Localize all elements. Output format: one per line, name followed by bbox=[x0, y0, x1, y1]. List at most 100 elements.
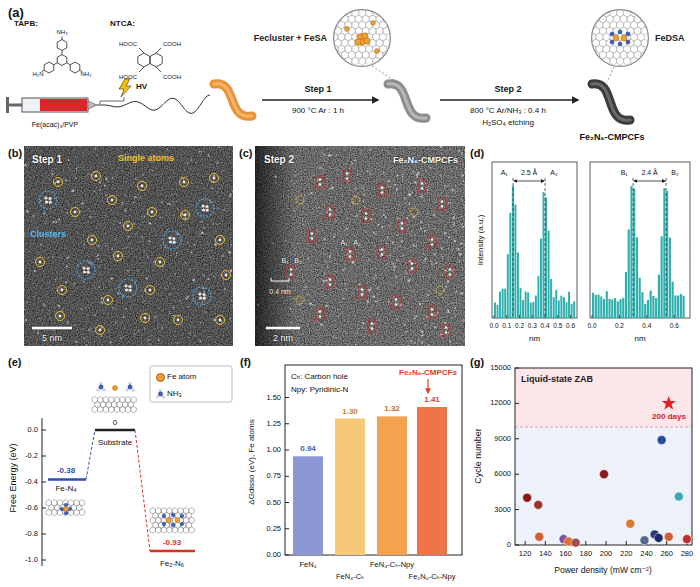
atom-speck bbox=[349, 190, 350, 191]
bar-value-box: 1.30 bbox=[342, 408, 358, 416]
atom-speck bbox=[352, 261, 355, 264]
tick-mark bbox=[606, 541, 607, 545]
fe-atom-bright bbox=[431, 243, 434, 246]
atom-speck bbox=[224, 288, 226, 290]
atom-speck bbox=[94, 148, 96, 150]
atom-speck bbox=[333, 236, 335, 238]
atom-speck bbox=[217, 224, 218, 225]
histogram-bar bbox=[527, 293, 529, 318]
fe-atom-bright bbox=[319, 315, 322, 318]
tick-label-box: 0.4 bbox=[642, 323, 651, 330]
tick-label: 240 bbox=[640, 549, 653, 558]
fe-atom bbox=[175, 518, 180, 523]
histogram-bar bbox=[502, 289, 504, 318]
atom-speck bbox=[329, 255, 331, 257]
fe-atom bbox=[113, 386, 118, 391]
single-atom bbox=[57, 181, 60, 184]
dual-atom-mark bbox=[326, 206, 334, 218]
tick-mark bbox=[557, 315, 558, 318]
atom-speck bbox=[452, 189, 455, 192]
fe-atom-bright bbox=[411, 262, 414, 265]
atom-speck bbox=[293, 209, 295, 211]
fe-atom-bright bbox=[311, 232, 314, 235]
atom-speck bbox=[416, 262, 417, 263]
atom-speck bbox=[417, 285, 419, 287]
single-atom bbox=[159, 261, 162, 264]
h-atom bbox=[129, 382, 131, 384]
tick-label: 260 bbox=[660, 549, 673, 558]
histogram-bar bbox=[597, 295, 599, 318]
inset-circle: FeDSA bbox=[591, 9, 649, 67]
atom-speck bbox=[166, 148, 168, 150]
bar-name-box: FeN₄-Cₕ bbox=[336, 573, 364, 581]
fe-atom-bright bbox=[395, 298, 398, 301]
image-label-box: Step 2 bbox=[264, 155, 294, 165]
atom-speck bbox=[75, 341, 77, 343]
atom-speck bbox=[342, 269, 344, 271]
lattice-hex bbox=[161, 527, 167, 533]
single-atom-mark bbox=[352, 196, 360, 204]
atom-speck bbox=[232, 305, 234, 307]
tick-mark bbox=[515, 545, 519, 546]
atom-speck bbox=[324, 203, 326, 205]
tick-label-box: 280 bbox=[681, 550, 694, 558]
atom-speck bbox=[402, 255, 404, 257]
atom-speck bbox=[153, 261, 155, 263]
tick-mark bbox=[515, 438, 519, 439]
atom-speck bbox=[430, 261, 432, 263]
note: Npy: Pyridinic-N bbox=[291, 385, 348, 394]
atom-speck bbox=[94, 191, 96, 193]
atom-speck bbox=[413, 245, 414, 246]
tick-mark bbox=[515, 403, 519, 404]
h-atom bbox=[103, 389, 105, 391]
legend-entry: Fe atom bbox=[167, 373, 196, 381]
atom-speck bbox=[219, 301, 220, 302]
histogram-bar bbox=[520, 288, 522, 318]
atom-speck bbox=[122, 202, 124, 204]
atom-speck bbox=[38, 318, 39, 319]
step-label-box: Step 2 bbox=[494, 85, 521, 94]
atom-speck bbox=[142, 174, 143, 175]
atom-speck bbox=[26, 171, 27, 172]
fe-atom bbox=[613, 35, 619, 41]
panel-a-art bbox=[6, 37, 630, 121]
dual-atom-mark bbox=[343, 170, 351, 182]
naphthalene-ring bbox=[150, 53, 162, 67]
bar-name-box: FeN₄-Cₕ-Npy bbox=[370, 561, 414, 569]
atom-speck bbox=[65, 179, 67, 181]
atom-speck bbox=[228, 251, 231, 254]
tick-label: 0.3 bbox=[528, 322, 537, 329]
data-point bbox=[682, 535, 691, 544]
atom-speck bbox=[424, 230, 426, 232]
atom-speck bbox=[445, 306, 446, 307]
atom-speck bbox=[454, 240, 457, 243]
data-point bbox=[571, 538, 580, 547]
data-point bbox=[664, 532, 673, 541]
bar-name: FeN₄ bbox=[299, 560, 316, 569]
atom-speck bbox=[395, 246, 396, 247]
histogram-bar bbox=[622, 298, 624, 318]
atom-speck bbox=[415, 245, 416, 246]
benzene-ring bbox=[57, 55, 67, 66]
state-name: Fe₂-N₆ bbox=[160, 559, 184, 568]
chemical-group: H₂N bbox=[33, 71, 44, 77]
tick-label-box: 120 bbox=[519, 550, 532, 558]
tick-mark bbox=[666, 541, 667, 545]
fe-atom-bright bbox=[401, 227, 404, 230]
atom-speck bbox=[176, 252, 178, 254]
inset-lattice bbox=[333, 9, 391, 67]
histogram-bar bbox=[625, 272, 627, 318]
tick-label-box: 0.2 bbox=[515, 323, 524, 330]
atom-speck bbox=[452, 217, 454, 219]
atom-speck bbox=[461, 154, 463, 156]
lattice-hex bbox=[610, 57, 617, 65]
single-atom-mark bbox=[148, 208, 157, 217]
fiber-highlight bbox=[388, 84, 426, 119]
atom-speck bbox=[415, 315, 417, 317]
inset-outline bbox=[591, 9, 649, 67]
tick-mark bbox=[515, 509, 519, 510]
energy-value: -0.38 bbox=[57, 466, 75, 475]
fe-atom-bright bbox=[431, 313, 434, 316]
tick-label-box: 0.0 bbox=[28, 426, 38, 434]
fe-atom-bright bbox=[441, 200, 444, 203]
